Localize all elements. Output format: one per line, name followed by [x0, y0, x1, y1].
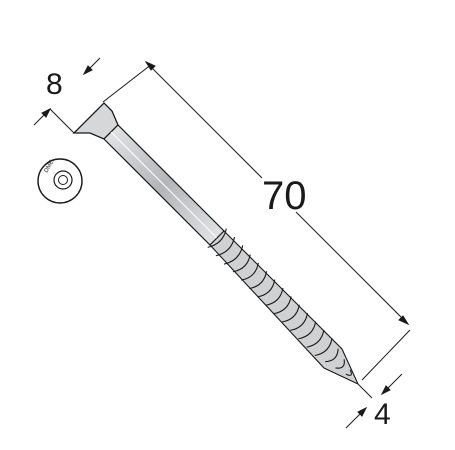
thread-crest [273, 296, 292, 315]
screw-thread-core [209, 230, 360, 386]
thread-crest [257, 279, 276, 298]
thread-crest [223, 245, 244, 265]
thread-crest [232, 254, 251, 273]
screw-threads [207, 228, 352, 376]
thread-crest [298, 321, 317, 340]
thread-crest [281, 304, 300, 323]
thread-crest [215, 236, 236, 257]
screw-head-icon: DME [37, 158, 83, 204]
thread-crest [265, 287, 284, 306]
head-diameter-dimension [33, 57, 101, 134]
thread-crest [290, 313, 309, 331]
thread-crest [325, 348, 339, 363]
length-dimension [102, 60, 411, 381]
screw-icon [72, 102, 360, 386]
thread-crest [314, 338, 333, 357]
head-mark: DME [44, 159, 56, 174]
head-diameter-label: 8 [46, 68, 63, 101]
thread-diameter-dimension [345, 373, 403, 429]
thread-diameter-label: 4 [374, 398, 391, 431]
length-label: 70 [262, 174, 307, 218]
thread-crest [306, 329, 325, 348]
thread-crest [249, 271, 268, 290]
thread-crest [345, 369, 352, 376]
thread-crest [207, 228, 227, 248]
thread-crest [335, 359, 345, 369]
thread-crest [241, 262, 259, 281]
